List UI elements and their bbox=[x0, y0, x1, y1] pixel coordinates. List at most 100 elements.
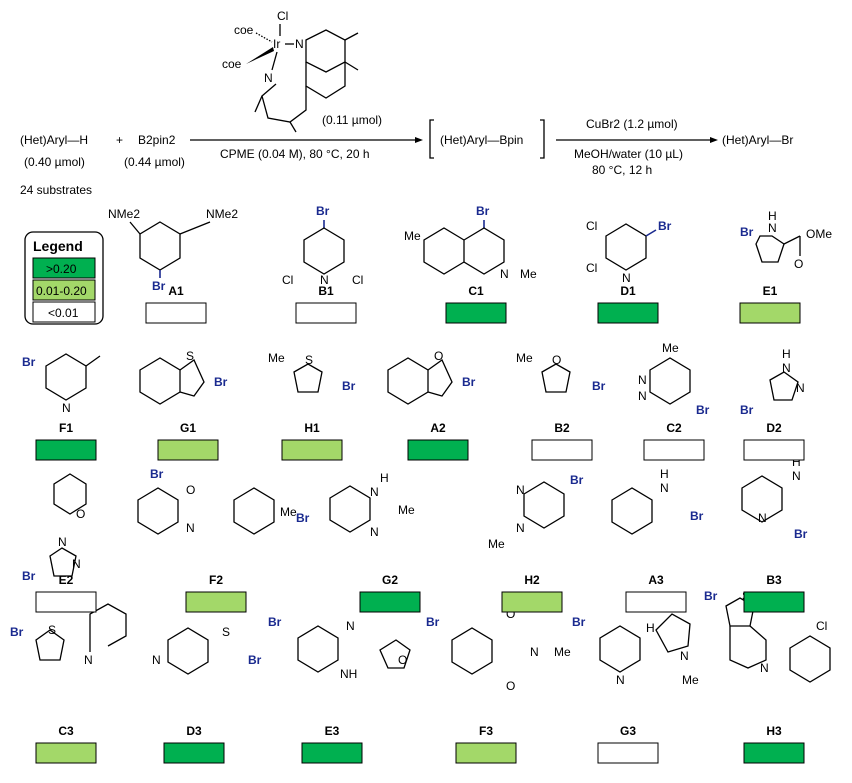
e1-h: H bbox=[768, 209, 777, 223]
e3-o: O bbox=[398, 653, 407, 667]
compound-label-A1: A1 bbox=[168, 284, 184, 298]
b3-n2: N bbox=[758, 511, 767, 525]
compound-label-F2: F2 bbox=[209, 573, 223, 587]
structure-A1: NMe2 NMe2 Br bbox=[108, 207, 238, 293]
d3-s: S bbox=[222, 625, 230, 639]
h3-br: Br bbox=[704, 589, 718, 603]
a1-br: Br bbox=[152, 279, 166, 293]
compound-label-B3: B3 bbox=[766, 573, 782, 587]
compound-label-H2: H2 bbox=[524, 573, 540, 587]
e2-n2: N bbox=[72, 557, 81, 571]
structure-E2: O N N Br bbox=[22, 473, 87, 583]
structure-C2: Me N N Br bbox=[638, 341, 710, 417]
d1-cl-top: Cl bbox=[586, 219, 597, 233]
structure-A3: H N Br bbox=[611, 467, 704, 535]
structure-G2: H N N Me Br bbox=[296, 471, 415, 539]
compound-label-A2: A2 bbox=[430, 421, 446, 435]
d2-br: Br bbox=[740, 403, 754, 417]
e2-br: Br bbox=[22, 569, 36, 583]
c3-br: Br bbox=[10, 625, 24, 639]
structure-C3: Br S N bbox=[10, 603, 127, 667]
e2-o: O bbox=[76, 507, 85, 521]
structure-G3: Br N H N Me bbox=[572, 613, 699, 687]
substrate-count: 24 substrates bbox=[20, 183, 92, 197]
yield-box-C2 bbox=[643, 439, 705, 461]
f2-n: N bbox=[186, 521, 195, 535]
g2-n1: N bbox=[370, 485, 379, 499]
b3-br: Br bbox=[794, 527, 808, 541]
compound-label-G2: G2 bbox=[382, 573, 398, 587]
yield-box-A1 bbox=[145, 302, 207, 324]
b3-h: H bbox=[792, 455, 801, 469]
b1-n: N bbox=[320, 273, 329, 287]
h2-me: Me bbox=[488, 537, 505, 551]
h3-n: N bbox=[760, 661, 769, 675]
legend-swatch-low bbox=[32, 301, 96, 323]
yield-box-B1 bbox=[295, 302, 357, 324]
f2-me: Me bbox=[280, 505, 297, 519]
reactant-b2pin2: B2pin2 bbox=[138, 133, 176, 147]
b2-o: O bbox=[552, 353, 561, 367]
h1-me: Me bbox=[268, 351, 285, 365]
a1-nme2-right: NMe2 bbox=[206, 207, 238, 221]
b1-br: Br bbox=[316, 204, 330, 218]
step2-temperature: 80 °C, 12 h bbox=[592, 163, 652, 177]
compound-label-H3: H3 bbox=[766, 724, 782, 738]
structure-A2: O Br bbox=[387, 349, 476, 405]
yield-box-H1 bbox=[281, 439, 343, 461]
structure-B3: H N N Br bbox=[741, 455, 808, 541]
e3-br: Br bbox=[268, 615, 282, 629]
d3-n: N bbox=[152, 653, 161, 667]
c1-me-right: Me bbox=[520, 267, 537, 281]
g3-n-pyr: N bbox=[616, 673, 625, 687]
a3-br: Br bbox=[690, 509, 704, 523]
catalyst-ir-atom: Ir bbox=[273, 37, 280, 51]
h2-n2: N bbox=[516, 521, 525, 535]
reactant-hetaryl-h: (Het)Aryl—H bbox=[20, 133, 88, 147]
g3-me: Me bbox=[682, 673, 699, 687]
c3-s: S bbox=[48, 623, 56, 637]
yield-box-E2 bbox=[35, 591, 97, 613]
iridium-catalyst-structure: Cl Ir coe coe N N bbox=[222, 9, 359, 133]
legend-title: Legend bbox=[33, 238, 83, 254]
structure-E1: Br H N O OMe bbox=[740, 209, 832, 271]
catalyst-coe-bottom: coe bbox=[222, 57, 242, 71]
compound-label-B2: B2 bbox=[554, 421, 570, 435]
legend-label-low: <0.01 bbox=[48, 306, 79, 320]
step2-solvent: MeOH/water (10 µL) bbox=[574, 147, 683, 161]
h3-cl: Cl bbox=[816, 619, 827, 633]
yield-box-C3 bbox=[35, 742, 97, 764]
catalyst-n-bottom: N bbox=[264, 71, 273, 85]
g2-me: Me bbox=[398, 503, 415, 517]
b2-br: Br bbox=[592, 379, 606, 393]
yield-box-G2 bbox=[359, 591, 421, 613]
yield-box-D3 bbox=[163, 742, 225, 764]
intermediate-bpin: (Het)Aryl—Bpin bbox=[440, 133, 523, 147]
step1-conditions: CPME (0.04 M), 80 °C, 20 h bbox=[220, 147, 370, 161]
yield-box-A2 bbox=[407, 439, 469, 461]
b1-cl-left: Cl bbox=[282, 273, 293, 287]
structure-G1: S Br bbox=[139, 349, 228, 405]
a2-o: O bbox=[434, 349, 443, 363]
yield-box-G3 bbox=[597, 742, 659, 764]
compound-label-E1: E1 bbox=[763, 284, 778, 298]
g2-n2: N bbox=[370, 525, 379, 539]
e2-n1: N bbox=[58, 535, 67, 549]
compound-label-D1: D1 bbox=[620, 284, 636, 298]
yield-box-F2 bbox=[185, 591, 247, 613]
compound-label-G1: G1 bbox=[180, 421, 196, 435]
a1-nme2-left: NMe2 bbox=[108, 207, 140, 221]
compound-label-D2: D2 bbox=[766, 421, 782, 435]
e3-n: N bbox=[346, 619, 355, 633]
structure-D3: N S Br bbox=[152, 625, 262, 675]
c2-n1: N bbox=[638, 373, 647, 387]
legend-swatch-high bbox=[32, 257, 96, 279]
g3-br: Br bbox=[572, 615, 586, 629]
f2-br: Br bbox=[150, 467, 164, 481]
structure-F3: Br O O N Me bbox=[426, 607, 571, 693]
f3-br: Br bbox=[426, 615, 440, 629]
e1-br: Br bbox=[740, 225, 754, 239]
yield-box-F1 bbox=[35, 439, 97, 461]
f3-o-top: O bbox=[506, 607, 515, 621]
